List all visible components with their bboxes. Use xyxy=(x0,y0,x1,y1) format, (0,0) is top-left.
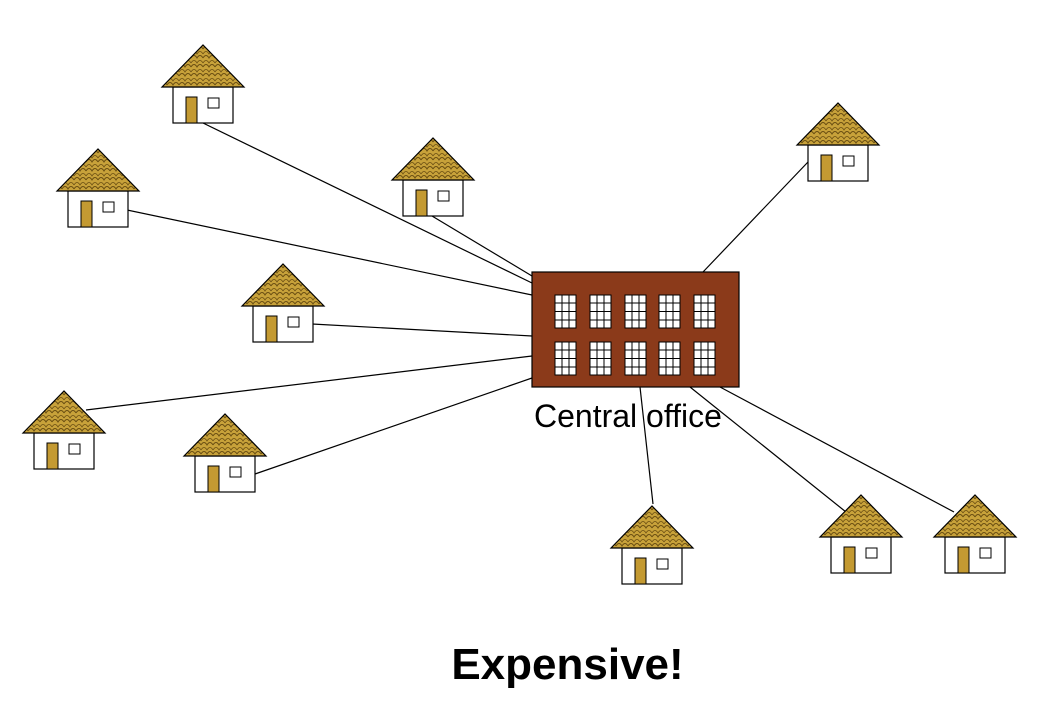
houses xyxy=(22,44,1017,585)
house-icon xyxy=(183,413,267,493)
link-house-1 xyxy=(202,122,533,284)
central-office-label: Central office xyxy=(534,398,722,434)
link-house-8 xyxy=(639,386,654,505)
house-icon xyxy=(610,505,694,585)
link-house-4 xyxy=(311,323,533,337)
house-icon xyxy=(22,390,106,470)
caption: Expensive! xyxy=(451,640,684,689)
house-icon xyxy=(391,137,475,217)
house-icon xyxy=(241,263,325,343)
link-house-5 xyxy=(85,355,533,411)
connection-lines xyxy=(85,122,955,513)
office-building-icon xyxy=(531,271,740,388)
link-house-7 xyxy=(702,161,809,273)
house-icon xyxy=(56,148,140,228)
link-house-6 xyxy=(254,377,533,475)
link-house-9 xyxy=(689,386,847,513)
link-house-2 xyxy=(126,209,533,296)
link-house-10 xyxy=(719,386,955,513)
link-house-3 xyxy=(431,215,533,277)
house-icon xyxy=(796,102,880,182)
house-icon xyxy=(161,44,245,124)
house-icon xyxy=(819,494,903,574)
house-icon xyxy=(933,494,1017,574)
